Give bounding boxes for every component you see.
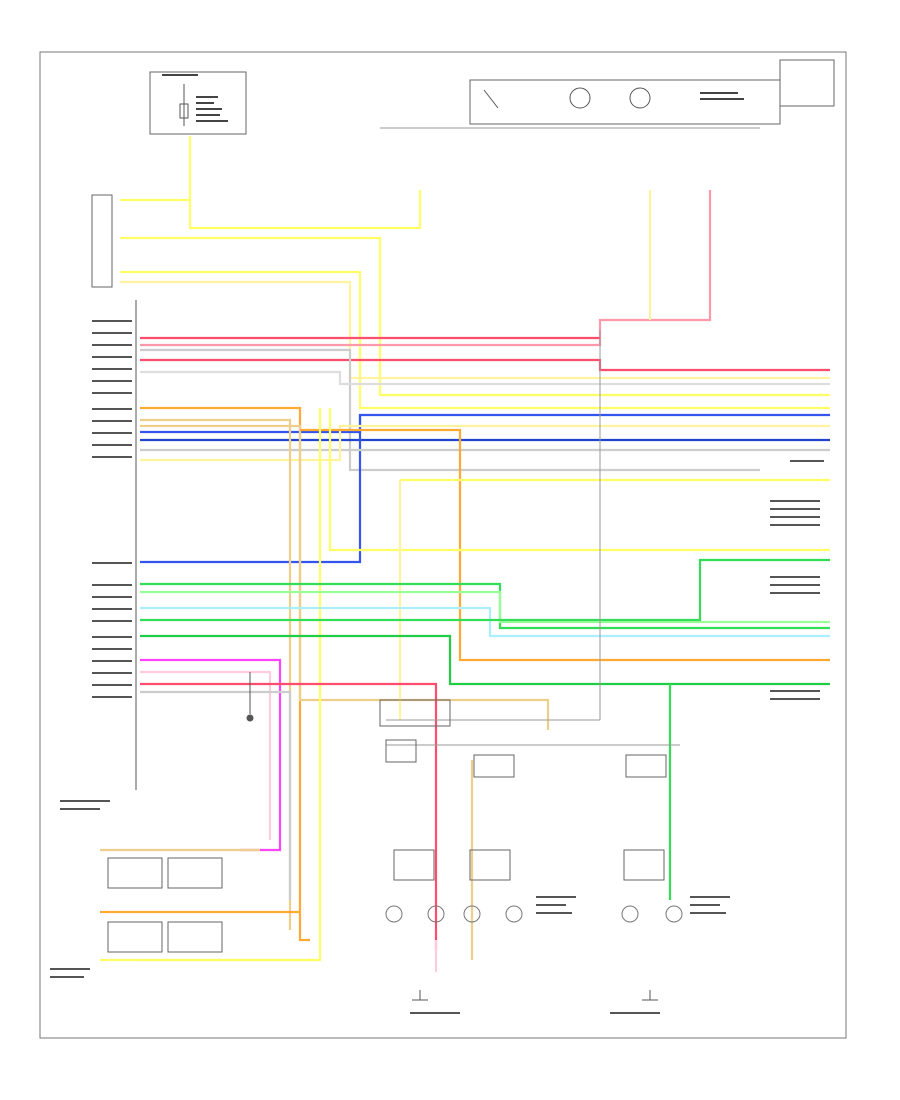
wire-yel-2 (188, 190, 422, 230)
wire-blue-3 (140, 415, 362, 564)
left-front-door-speakers (385, 905, 403, 923)
wire-tan-1 (140, 418, 292, 930)
diagram-frame (39, 51, 847, 1039)
harness-lines (380, 127, 760, 746)
right-front-door-speakers (427, 905, 445, 923)
fuse-block (149, 71, 247, 135)
steering-wheel-controls (469, 79, 781, 125)
wire-green-2 (140, 558, 830, 622)
center-speaker (623, 849, 665, 881)
amplifier (385, 739, 667, 778)
wire-yel-4 (120, 270, 830, 410)
body-control-module (379, 699, 451, 727)
wire-yel-6 (328, 408, 830, 552)
wire-pink-1 (140, 190, 712, 347)
wire-dkgreen-1 (140, 634, 830, 686)
wire-ltyel-1 (120, 280, 830, 380)
wire-ltyel-2 (140, 424, 830, 462)
wire-gray-4 (140, 690, 292, 900)
speaker-labels (50, 800, 730, 1014)
wire-ltgreen-1 (140, 590, 830, 624)
right-header-box (779, 59, 835, 107)
ground-g2 (412, 990, 428, 1001)
wire-ltpink-1 (140, 670, 272, 840)
wire-yel-3 (120, 236, 830, 397)
ground-g3 (642, 990, 658, 1001)
wire-gray-1 (140, 348, 760, 472)
wire-yel-1 (120, 136, 192, 202)
rear-right-subwoofer (665, 905, 683, 923)
grounds (246, 672, 658, 1001)
wire-gray-2 (140, 370, 830, 386)
ground-g1 (246, 672, 254, 722)
wire-red-3 (140, 682, 438, 950)
wire-magenta-1 (140, 658, 282, 852)
speakers (385, 905, 683, 923)
left-instrument-panel-speaker (463, 905, 481, 923)
right-connector-labels (770, 460, 824, 700)
wire-orange-2 (300, 428, 830, 662)
radio (91, 194, 137, 790)
wire-red-1 (140, 358, 830, 372)
rear-left-subwoofer (621, 905, 639, 923)
wire-blue-1 (140, 413, 830, 434)
wire-ltblue-1 (140, 606, 830, 638)
wire-tan-2 (140, 424, 550, 730)
wire-orange-1 (140, 406, 310, 942)
right-instrument-panel-speaker (505, 905, 523, 923)
left-rear-door-speakers (107, 857, 223, 953)
left-connector-labels (92, 320, 132, 698)
wires (100, 136, 830, 972)
front-subwoofer (393, 849, 511, 881)
